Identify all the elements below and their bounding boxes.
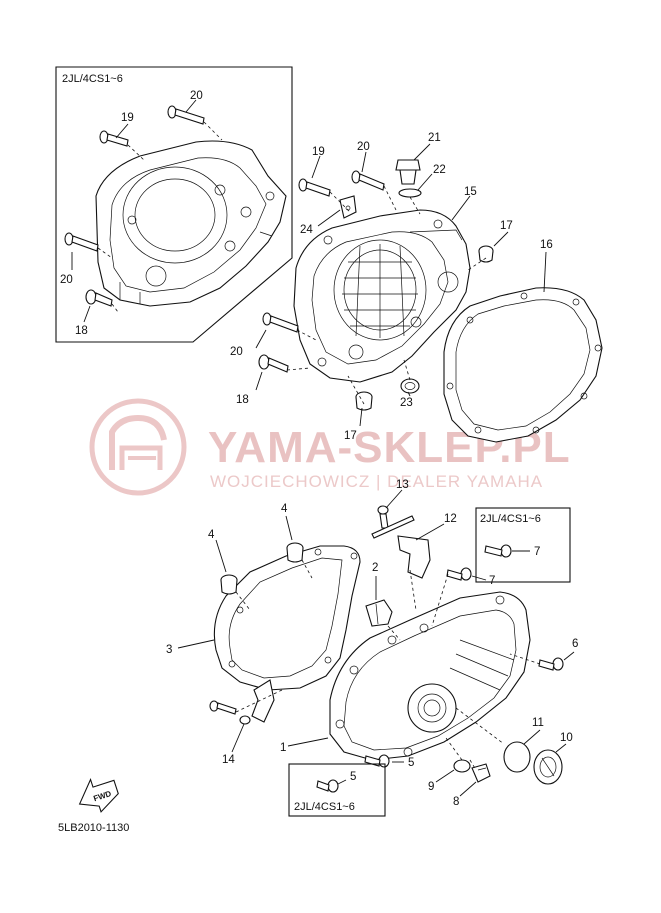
bracket-12-icon [397, 535, 431, 579]
watermark-subtitle: WOJCIECHOWICZ | DEALER YAMAHA [210, 472, 543, 491]
dowel-4-right-icon [286, 542, 304, 563]
bolt-19-inset-icon [99, 130, 129, 147]
callout-4: 4 [281, 503, 288, 515]
callout-22: 22 [433, 164, 446, 176]
inset-top-left-label: 2JL/4CS1~6 [62, 73, 123, 85]
callout-19: 19 [121, 112, 134, 124]
callout-5: 5 [350, 771, 356, 783]
gasket-16-drawing [443, 287, 603, 443]
inset-right-label: 2JL/4CS1~6 [480, 513, 541, 525]
fwd-arrow-icon: FWD [78, 777, 119, 813]
callout-7: 7 [489, 575, 495, 587]
inset-right: 2JL/4CS1~6 [475, 507, 571, 583]
o-ring-22-icon [398, 188, 422, 198]
callout-21: 21 [428, 132, 441, 144]
callout-24: 24 [300, 224, 313, 236]
callout-3: 3 [166, 644, 172, 656]
inset-top-left: 2JL/4CS1~6 [55, 66, 293, 343]
clamp-14-icon [209, 679, 275, 725]
clamp-24-icon [339, 195, 357, 219]
bolt-20-inset-left-icon [64, 232, 99, 252]
bolt-18-inset-icon [85, 289, 113, 307]
seal-23-icon [400, 378, 420, 394]
callout-16: 16 [540, 239, 553, 251]
o-ring-11-icon [503, 741, 531, 773]
callout-5: 5 [408, 757, 414, 769]
callout-17: 17 [500, 220, 513, 232]
callout-20: 20 [190, 90, 203, 102]
leader-lines [71, 99, 575, 797]
watermark-logo-icon [89, 398, 187, 496]
sensor-2-icon [365, 599, 393, 627]
callout-12: 12 [444, 513, 457, 525]
bolt-20-upper-icon [351, 170, 385, 191]
callout-10: 10 [560, 732, 573, 744]
diagram-code: 5LB2010-1130 [58, 822, 129, 834]
bolt-20-inset-top-icon [167, 105, 205, 125]
callout-18: 18 [75, 325, 88, 337]
crankcase-cover-15-drawing [293, 209, 471, 383]
callout-20: 20 [230, 346, 243, 358]
inset-bottom: 2JL/4CS1~6 [288, 763, 386, 817]
callout-15: 15 [464, 186, 477, 198]
callout-7: 7 [534, 546, 540, 558]
cap-10-icon [533, 749, 563, 785]
callout-9: 9 [428, 781, 434, 793]
callout-23: 23 [400, 397, 413, 409]
bolt-18-icon [258, 354, 289, 373]
callout-numbers: 20 19 20 18 19 20 21 22 15 17 16 24 20 1… [60, 90, 578, 808]
callout-18: 18 [236, 394, 249, 406]
bolt-7-inset-icon [484, 544, 512, 558]
oil-filler-plug-21-icon [395, 159, 421, 185]
callout-1: 1 [280, 742, 286, 754]
callout-13: 13 [396, 479, 409, 491]
dowel-4-left-icon [220, 574, 238, 595]
plug-8-icon [471, 763, 491, 783]
callout-6: 6 [572, 638, 578, 650]
screw-13-icon [371, 505, 415, 539]
bolt-20-lower-icon [262, 312, 299, 333]
callout-8: 8 [453, 796, 459, 808]
callout-4: 4 [208, 529, 215, 541]
inset-bottom-label: 2JL/4CS1~6 [294, 801, 355, 813]
dowel-17-lower-icon [355, 391, 373, 411]
callout-14: 14 [222, 754, 235, 766]
gasket-3-drawing [213, 545, 361, 691]
callout-20: 20 [60, 274, 73, 286]
bolt-5-inset-icon [316, 779, 339, 793]
callout-11: 11 [532, 717, 544, 729]
dowel-17-upper-icon [478, 245, 494, 263]
callout-19: 19 [312, 146, 325, 158]
o-ring-9-icon [453, 759, 471, 773]
callout-17: 17 [344, 430, 357, 442]
bolt-19-icon [298, 178, 331, 197]
crankcase-cover-1-drawing [329, 591, 531, 761]
bolt-6-icon [538, 657, 564, 671]
bolt-7-upper-icon [446, 567, 472, 581]
crankcase-cover-old-drawing [95, 140, 287, 307]
callout-2: 2 [372, 562, 378, 574]
callout-20: 20 [357, 141, 370, 153]
